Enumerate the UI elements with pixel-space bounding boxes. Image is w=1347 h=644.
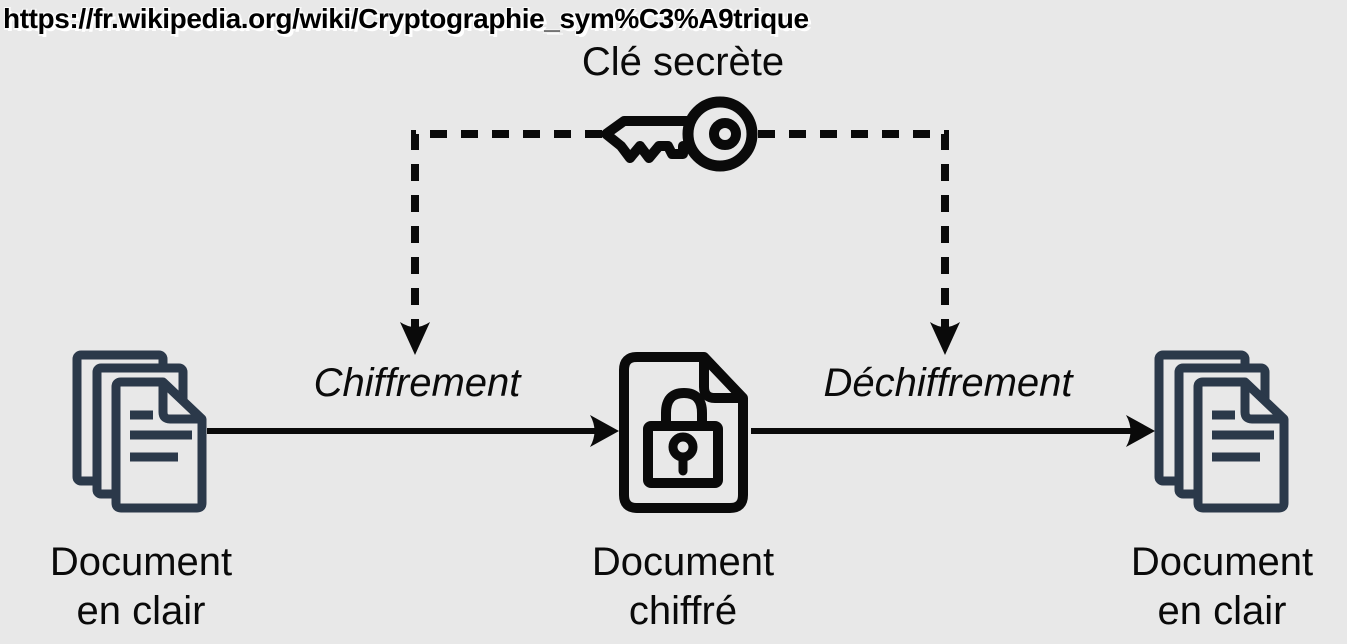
stack-text-lines: [130, 410, 192, 462]
key-icon: [601, 96, 758, 172]
plaintext-left-label: Document en clair: [50, 538, 232, 636]
secret-key-label: Clé secrète: [581, 40, 785, 84]
stack-front-sheet-fold: [1240, 382, 1284, 424]
ciphertext-label-line1: Document: [591, 540, 775, 584]
stack-front-sheet-fold: [158, 382, 202, 424]
decryption-connector-arrowhead: [930, 322, 960, 355]
key-bow-hole: [709, 118, 741, 150]
encrypt-arrow-head: [590, 415, 619, 447]
key-to-encryption-connector: [411, 130, 602, 332]
key-bow: [682, 96, 758, 172]
url-overlay: https://fr.wikipedia.org/wiki/Cryptograp…: [3, 3, 809, 34]
encryption-connector-arrowhead: [400, 322, 430, 355]
decrypt-arrow: [751, 415, 1155, 447]
ciphertext-label-line2: chiffré: [628, 589, 738, 633]
plaintext-right-label-line1: Document: [1130, 540, 1314, 584]
plaintext-left-label-line1: Document: [49, 540, 233, 584]
document-stack-icon: [72, 350, 207, 513]
encrypt-arrow: [207, 415, 619, 447]
locked-document-icon: [619, 352, 748, 513]
key-shaft: [601, 116, 695, 163]
plaintext-left-label-line2: en clair: [76, 589, 206, 633]
encryption-label: Chiffrement: [313, 361, 521, 405]
decryption-label: Déchiffrement: [823, 361, 1073, 405]
plaintext-right-label: Document en clair: [1131, 538, 1313, 636]
plaintext-right-label-line2: en clair: [1157, 589, 1287, 633]
ciphertext-label: Document chiffré: [592, 538, 774, 636]
stack-text-lines: [1212, 410, 1274, 462]
key-to-decryption-connector: [758, 130, 949, 332]
lock-shackle: [661, 388, 707, 428]
document-stack-icon: [1154, 350, 1289, 513]
locked-document-fold: [699, 357, 743, 403]
decrypt-arrow-head: [1126, 415, 1155, 447]
